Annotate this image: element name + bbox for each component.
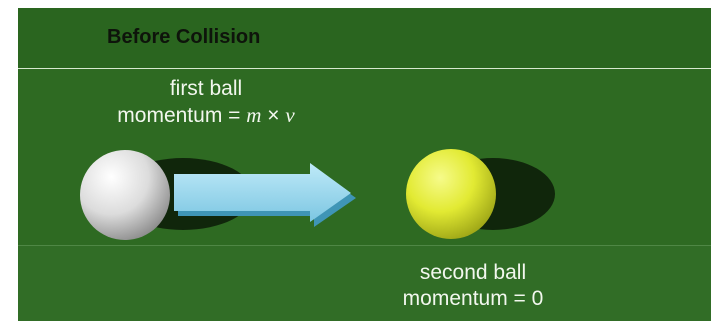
collision-scene: [80, 149, 555, 240]
momentum-arrow: [174, 163, 356, 227]
page-title: Before Collision: [107, 26, 261, 48]
second-ball-label: second ball momentum = 0: [358, 260, 588, 312]
first-ball-momentum-formula: momentum = m × v: [86, 102, 326, 129]
momentum-prefix: momentum =: [117, 104, 247, 127]
lower-band: [18, 245, 711, 321]
velocity-symbol: v: [285, 103, 295, 127]
second-ball-name: second ball: [419, 261, 527, 284]
diagram-panel: Before Collision first ball momentum = m…: [18, 8, 711, 321]
header-bar: Before Collision: [18, 8, 711, 69]
first-ball-name: first ball: [169, 77, 243, 100]
times-symbol: ×: [267, 104, 280, 127]
second-ball: [406, 149, 496, 239]
first-ball-label: first ball momentum = m × v: [86, 76, 326, 129]
second-ball-momentum: momentum = 0: [402, 287, 544, 310]
first-ball: [80, 150, 170, 240]
mass-symbol: m: [246, 103, 262, 127]
